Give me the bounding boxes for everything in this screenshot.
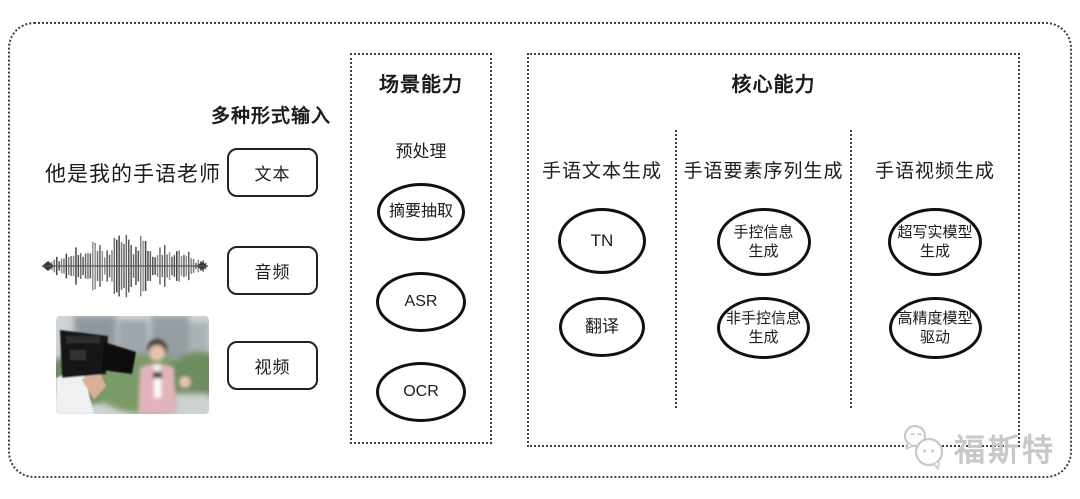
capability-label: 翻译	[585, 316, 619, 336]
capability-node-asr: ASR	[376, 272, 466, 332]
capability-label: 手控信息 生成	[733, 223, 794, 261]
capability-node-non-manual-info-generation: 非手控信息 生成	[717, 297, 810, 359]
capability-label: 非手控信息 生成	[725, 309, 801, 347]
chat-bubbles-icon	[903, 424, 944, 470]
input-type-box-text: 文本	[227, 148, 318, 197]
core-columns: 手语文本生成 TN 翻译 手语要素序列生成 手控信息 生成 非手控信息 生成 手…	[529, 130, 1018, 408]
core-column-header: 手语要素序列生成	[683, 161, 844, 182]
capability-label: 摘要抽取	[388, 202, 453, 220]
video-input-photo	[56, 316, 209, 414]
scene-panel-subtitle: 预处理	[395, 142, 447, 161]
capability-node-tn: TN	[558, 208, 646, 274]
input-type-box-audio: 音频	[227, 246, 318, 295]
core-column-header: 手语文本生成	[541, 161, 662, 182]
core-column-sign-text-generation: 手语文本生成 TN 翻译	[529, 130, 675, 408]
camera-reporter-illustration	[56, 316, 209, 414]
capability-node-translation: 翻译	[559, 297, 645, 357]
capability-label: 超写实模型 生成	[897, 223, 973, 261]
watermark-text: 福斯特	[954, 432, 1056, 468]
core-column-sign-element-sequence-generation: 手语要素序列生成 手控信息 生成 非手控信息 生成	[675, 130, 850, 408]
capability-node-hyperrealistic-model-generation: 超写实模型 生成	[888, 208, 982, 276]
capability-node-high-precision-model-driving: 高精度模型 驱动	[888, 297, 982, 359]
capability-node-ocr: OCR	[376, 362, 466, 422]
input-type-label: 音频	[254, 263, 291, 282]
core-column-sign-video-generation: 手语视频生成 超写实模型 生成 高精度模型 驱动	[850, 130, 1018, 408]
capability-node-summary-extraction: 摘要抽取	[377, 183, 465, 241]
watermark: 福斯特	[900, 423, 1056, 471]
scene-capability-panel: 场景能力 预处理 摘要抽取 ASR OCR	[350, 53, 492, 444]
core-panel-title: 核心能力	[731, 74, 816, 96]
core-column-header: 手语视频生成	[874, 161, 995, 182]
capability-label: OCR	[403, 382, 439, 400]
capability-label: ASR	[404, 292, 438, 310]
input-type-label: 文本	[254, 165, 291, 184]
audio-waveform-graphic	[42, 234, 208, 298]
capability-node-manual-info-generation: 手控信息 生成	[716, 208, 811, 276]
core-capability-panel: 核心能力 手语文本生成 TN 翻译 手语要素序列生成 手控信息 生成 非手控信息…	[527, 53, 1020, 447]
input-type-box-video: 视频	[227, 341, 318, 390]
input-section-header: 多种形式输入	[210, 106, 331, 127]
text-input-sample: 他是我的手语老师	[45, 163, 221, 186]
input-type-label: 视频	[254, 358, 291, 377]
capability-label: TN	[590, 230, 614, 250]
scene-panel-title: 场景能力	[379, 74, 463, 96]
capability-label: 高精度模型 驱动	[897, 309, 973, 347]
